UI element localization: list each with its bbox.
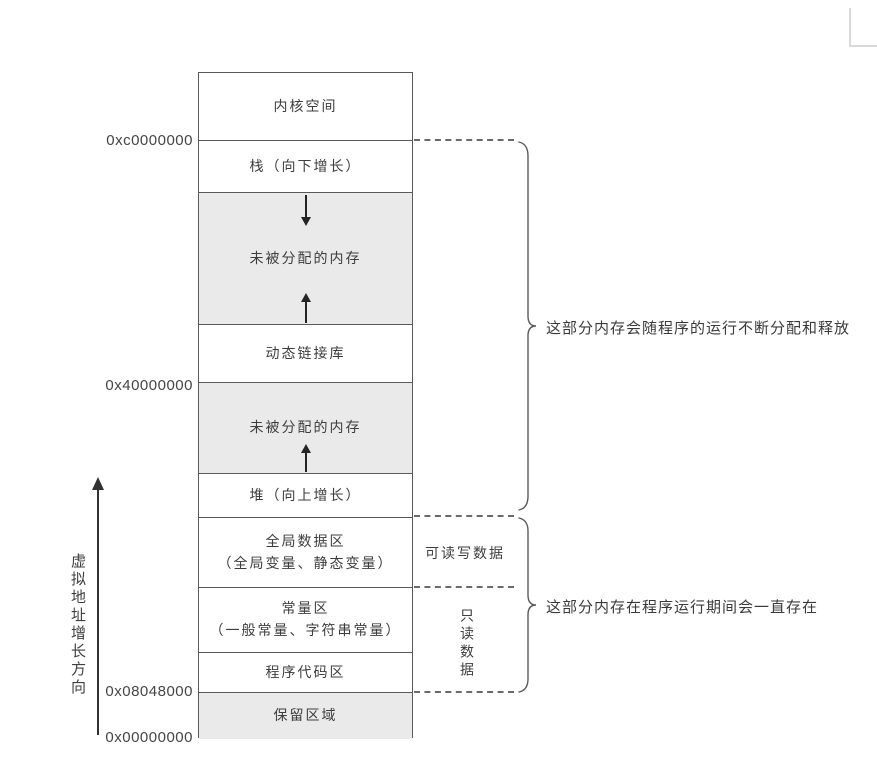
region-kernel-space: 内核空间 [199,73,412,141]
region-label: 全局数据区 [265,533,346,550]
region-global-data: 全局数据区 （全局变量、静态变量） [199,518,412,588]
dashed-connector-heap-boundary [414,515,514,517]
region-label: 堆（向上增长） [249,487,362,504]
window-corner-artifact [849,8,851,47]
axis-up-arrowhead-icon [92,477,104,490]
region-label: 动态链接库 [265,345,346,362]
region-sublabel: （一般常量、字符串常量） [209,623,402,639]
grow-up-arrow-icon [300,293,311,323]
grow-down-arrow-icon [300,195,311,226]
region-program-code: 程序代码区 [199,653,412,693]
region-constants: 常量区 （一般常量、字符串常量） [199,588,412,653]
brace-dynamic-region [518,141,537,511]
dashed-connector-data-boundary [414,586,514,588]
region-label: 内核空间 [273,98,338,115]
window-corner-artifact [849,45,877,47]
region-dynamic-libs: 动态链接库 [199,325,412,383]
region-unallocated-upper: 未被分配的内存 [199,193,412,325]
address-0x40000000: 0x40000000 [105,377,193,394]
address-0xc0000000: 0xc0000000 [106,132,193,149]
region-unallocated-lower: 未被分配的内存 [199,383,412,474]
brace-persistent-region [518,517,537,693]
region-label: 保留区域 [273,708,338,724]
persistent-region-note: 这部分内存在程序运行期间会一直存在 [546,598,819,616]
memory-map-box: 内核空间 栈（向下增长） 未被分配的内存 动态链接库 未被分配的内存 堆（向上增… [198,72,413,739]
region-label: 未被分配的内存 [249,250,362,267]
axis-direction-label: 虚拟地址增长方向 [69,553,87,697]
grow-up-arrow-icon [300,444,311,472]
address-0x08048000: 0x08048000 [105,683,193,700]
dynamic-region-note: 这部分内存会随程序的运行不断分配和释放 [546,319,851,337]
region-reserved: 保留区域 [199,693,412,739]
region-sublabel: （全局变量、静态变量） [217,555,394,572]
region-label: 常量区 [281,601,330,617]
readwrite-data-label: 可读写数据 [425,546,505,562]
dashed-connector-kernel-boundary [414,139,514,141]
dashed-connector-code-boundary [414,691,514,693]
readonly-data-label: 只读数据 [458,608,474,680]
region-label: 栈（向下增长） [249,158,362,175]
address-0x00000000: 0x00000000 [105,729,193,746]
region-heap: 堆（向上增长） [199,474,412,518]
region-label: 程序代码区 [265,664,346,681]
region-stack: 栈（向下增长） [199,141,412,193]
axis-arrow-line [97,488,99,735]
region-label: 未被分配的内存 [249,420,362,436]
